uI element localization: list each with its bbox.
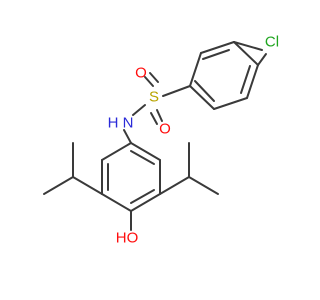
sulfur-atom-label: S bbox=[149, 89, 159, 106]
bond bbox=[101, 193, 132, 212]
bond bbox=[233, 41, 259, 66]
bond bbox=[200, 41, 235, 54]
oxygen-top-label: O bbox=[135, 65, 147, 82]
bond bbox=[149, 72, 159, 83]
bond bbox=[130, 142, 161, 161]
bond bbox=[123, 129, 132, 144]
bond bbox=[156, 109, 163, 122]
bond bbox=[159, 176, 190, 195]
bond bbox=[188, 176, 219, 195]
chlorine-atom-label: Cl bbox=[265, 34, 279, 51]
bond bbox=[130, 193, 161, 212]
bond bbox=[202, 49, 230, 60]
bond bbox=[43, 176, 74, 195]
bond bbox=[144, 76, 154, 87]
bond bbox=[233, 41, 263, 51]
bond bbox=[72, 176, 103, 195]
bond bbox=[130, 150, 155, 165]
structure-canvas: Cl S O O N H HO bbox=[43, 34, 280, 247]
bond bbox=[150, 112, 158, 125]
bond bbox=[132, 104, 146, 116]
bond bbox=[130, 189, 155, 204]
oxygen-bottom-label: O bbox=[159, 121, 171, 138]
bond bbox=[240, 65, 251, 94]
hydroxyl-label: HO bbox=[116, 230, 139, 247]
nitrogen-atom-label: N bbox=[123, 115, 134, 132]
nitrogen-hydrogen-label: H bbox=[108, 115, 119, 132]
bonds bbox=[43, 41, 267, 231]
bond bbox=[213, 97, 248, 110]
bond bbox=[101, 142, 132, 161]
molecule-diagram: Cl S O O N H HO bbox=[43, 34, 280, 247]
bond bbox=[257, 53, 267, 66]
bond bbox=[246, 64, 259, 99]
bond bbox=[194, 80, 215, 102]
bond bbox=[162, 85, 191, 97]
bond bbox=[189, 52, 202, 87]
bond bbox=[189, 85, 215, 110]
atom-labels: Cl S O O N H HO bbox=[108, 34, 280, 247]
